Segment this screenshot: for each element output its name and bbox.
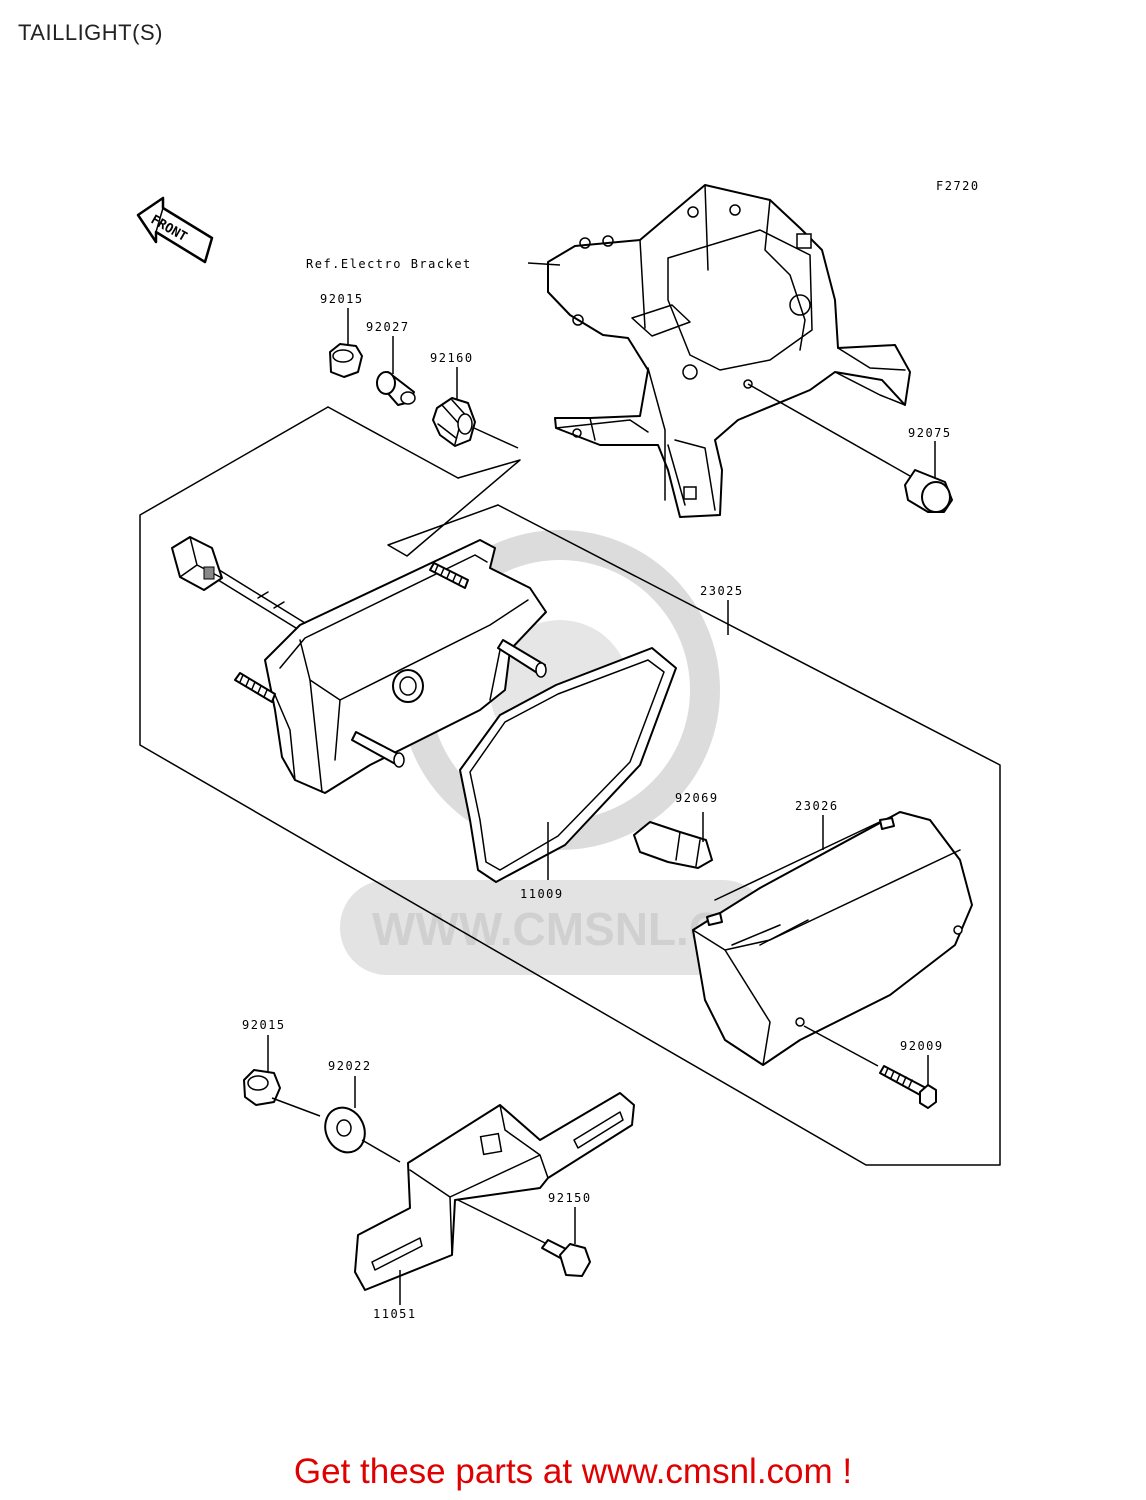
label-11051: 11051 (373, 1307, 417, 1321)
label-23026: 23026 (795, 799, 839, 813)
part-23025-taillight-housing (171, 536, 547, 794)
part-92027-collar: 92027 (366, 320, 416, 406)
electro-bracket-label: Ref.Electro Bracket (306, 257, 472, 271)
footer-promo-link[interactable]: Get these parts at www.cmsnl.com ! (293, 1452, 853, 1491)
label-92027: 92027 (366, 320, 410, 334)
label-92150: 92150 (548, 1191, 592, 1205)
front-arrow-icon: FRONT (136, 196, 214, 264)
part-92069-bulb: 92069 (633, 791, 719, 869)
label-92022: 92022 (328, 1059, 372, 1073)
part-11051-bracket: 11051 (354, 1092, 635, 1321)
label-92009: 92009 (900, 1039, 944, 1053)
part-11009-gasket: 11009 (459, 647, 677, 901)
label-92160: 92160 (430, 351, 474, 365)
label-11009: 11009 (520, 887, 564, 901)
label-92015-bottom: 92015 (242, 1018, 286, 1032)
exploded-parts-diagram: WWW.CMSNL.COM F2720 FRONT (136, 179, 1001, 1321)
figure-code: F2720 (936, 179, 980, 193)
electro-bracket-reference: Ref.Electro Bracket (306, 184, 911, 518)
taillight-assembly-outline: 23025 (139, 406, 1001, 1166)
part-92015-nut-top: 92015 (320, 292, 364, 378)
label-92069: 92069 (675, 791, 719, 805)
label-23025: 23025 (700, 584, 744, 598)
part-92022-washer: 92022 (324, 1059, 401, 1163)
part-92150-bolt: 92150 (457, 1191, 592, 1277)
label-92075: 92075 (908, 426, 952, 440)
part-23026-lens: 23026 (692, 799, 973, 1066)
part-92075-collar: 92075 (747, 383, 953, 513)
part-92009-screw: 92009 (803, 1025, 944, 1109)
part-92015-nut-bottom: 92015 (242, 1018, 321, 1117)
page-title: TAILLIGHT(S) (18, 20, 163, 45)
label-92015-top: 92015 (320, 292, 364, 306)
part-92160-grommet: 92160 (430, 351, 519, 449)
